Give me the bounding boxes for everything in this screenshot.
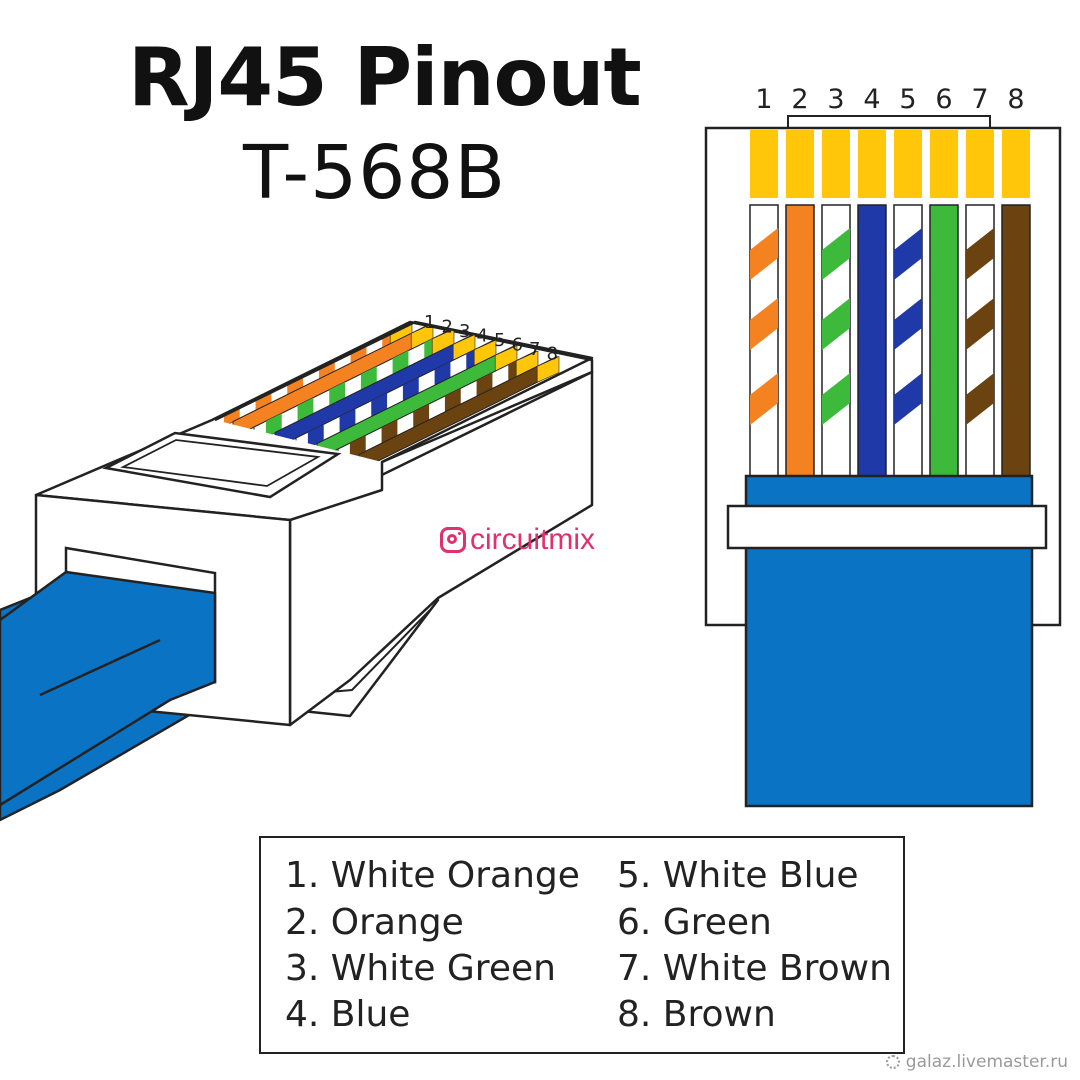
- brand-watermark: circuitmix: [440, 524, 595, 556]
- pin-number: 6: [512, 335, 523, 356]
- wire-6: [929, 204, 959, 478]
- pin-number: 1: [755, 84, 772, 115]
- legend-item: 5. White Blue: [617, 855, 859, 896]
- contact-pin: [858, 130, 886, 198]
- pin-number: 8: [547, 344, 558, 365]
- connector-perspective: [0, 320, 594, 822]
- wire-3: [821, 204, 851, 478]
- legend-item: 2. Orange: [285, 902, 464, 943]
- legend-item: 3. White Green: [285, 948, 556, 989]
- site-watermark-text: galaz.livemaster.ru: [905, 1052, 1068, 1072]
- pin-number: 7: [971, 84, 988, 115]
- legend-item: 6. Green: [617, 902, 772, 943]
- pin-number: 6: [935, 84, 952, 115]
- legend-item: 7. White Brown: [617, 948, 892, 989]
- pin-number: 3: [827, 84, 844, 115]
- pin-number: 2: [442, 317, 453, 338]
- pin-number: 5: [899, 84, 916, 115]
- wire-5: [893, 204, 923, 478]
- legend-item: 4. Blue: [285, 994, 411, 1035]
- site-watermark: galaz.livemaster.ru: [885, 1052, 1068, 1072]
- tilt-wire-3: [253, 328, 455, 444]
- pin-number: 4: [863, 84, 880, 115]
- wire-4: [857, 204, 887, 478]
- instagram-icon: [440, 527, 466, 553]
- wire-2: [785, 204, 815, 478]
- contact-pin: [930, 130, 958, 198]
- wire-8: [1001, 204, 1031, 478]
- legend-item: 1. White Orange: [285, 855, 580, 896]
- brand-name: circuitmix: [470, 523, 595, 556]
- pin-number: 1: [424, 312, 435, 333]
- contact-pin: [894, 130, 922, 198]
- contact-pin: [750, 130, 778, 198]
- contact-pin: [966, 130, 994, 198]
- legend-item: 8. Brown: [617, 994, 776, 1035]
- page-subtitle: T-568B: [243, 130, 507, 216]
- pin-number: 7: [529, 339, 540, 360]
- wire-legend: 1. White Orange 2. Orange 3. White Green…: [259, 836, 905, 1054]
- wire-7: [965, 204, 995, 478]
- pin-number: 5: [494, 330, 505, 351]
- contact-pin: [1002, 130, 1030, 198]
- contact-pin: [822, 130, 850, 198]
- connector-front: [704, 115, 1062, 808]
- page-title: RJ45 Pinout: [128, 31, 642, 124]
- tilt-wire-7: [337, 350, 539, 462]
- crimp-bar: [726, 504, 1048, 550]
- contact-pin: [786, 130, 814, 198]
- pin-number: 2: [791, 84, 808, 115]
- pin-number: 8: [1007, 84, 1024, 115]
- wire-1: [749, 204, 779, 478]
- pin-number: 4: [477, 326, 488, 347]
- pin-number: 3: [459, 321, 470, 342]
- flower-icon: [885, 1055, 900, 1069]
- tilt-wire-8: [358, 355, 560, 462]
